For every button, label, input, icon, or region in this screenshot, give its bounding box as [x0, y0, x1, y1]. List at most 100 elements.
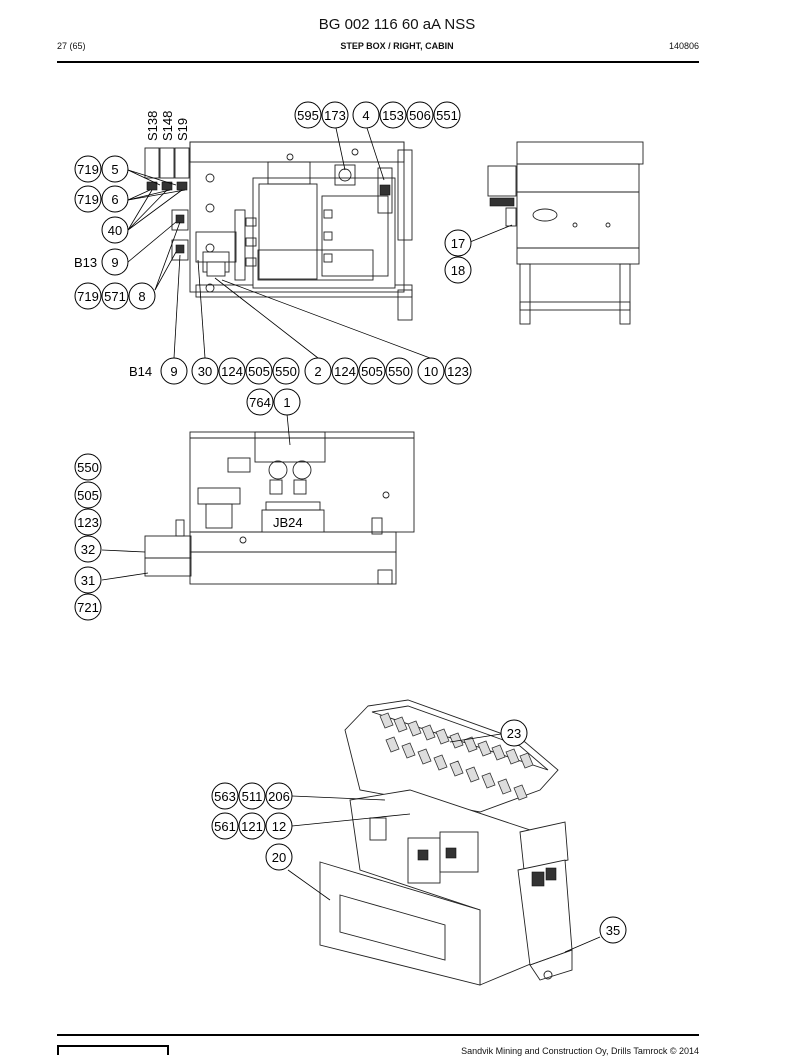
- balloon-8: 8: [128, 282, 156, 310]
- svg-text:1: 1: [283, 395, 290, 410]
- balloon-550-a: 550: [272, 357, 300, 385]
- svg-text:571: 571: [104, 289, 126, 304]
- svg-text:23: 23: [507, 726, 521, 741]
- svg-text:505: 505: [248, 364, 270, 379]
- svg-text:20: 20: [272, 850, 286, 865]
- balloon-561: 561: [211, 812, 239, 840]
- balloon-153: 153: [379, 101, 407, 129]
- balloon-23: 23: [500, 719, 528, 747]
- balloon-124-a: 124: [218, 357, 246, 385]
- item-balloons: 595 173 4 153 506 551 719 5 719 6 40 9 7…: [74, 101, 627, 944]
- balloon-18: 18: [444, 256, 472, 284]
- svg-text:173: 173: [324, 108, 346, 123]
- page-subtitle: STEP BOX / RIGHT, CABIN: [340, 41, 454, 51]
- balloon-550-b: 550: [385, 357, 413, 385]
- balloon-31: 31: [74, 566, 102, 594]
- svg-text:123: 123: [447, 364, 469, 379]
- svg-text:32: 32: [81, 542, 95, 557]
- balloon-6: 6: [101, 185, 129, 213]
- svg-text:206: 206: [268, 789, 290, 804]
- sandvik-logo: [57, 1045, 169, 1055]
- balloon-10: 10: [417, 357, 445, 385]
- svg-text:9: 9: [111, 255, 118, 270]
- svg-text:561: 561: [214, 819, 236, 834]
- svg-text:511: 511: [242, 789, 263, 804]
- svg-text:721: 721: [77, 600, 99, 615]
- balloon-4: 4: [352, 101, 380, 129]
- balloon-173: 173: [321, 101, 349, 129]
- document-code: 140806: [668, 41, 699, 51]
- svg-text:2: 2: [314, 364, 321, 379]
- label-s19: S19: [175, 118, 190, 141]
- component-labels: S138 S148 S19 B13 B14 JB24: [74, 111, 303, 530]
- front-view-middle: [144, 431, 415, 585]
- svg-text:505: 505: [77, 488, 99, 503]
- svg-text:10: 10: [424, 364, 438, 379]
- label-s138: S138: [145, 111, 160, 141]
- balloon-121: 121: [238, 812, 266, 840]
- balloon-505-b: 505: [358, 357, 386, 385]
- svg-text:123: 123: [77, 515, 99, 530]
- footer-copyright: Sandvik Mining and Construction Oy, Dril…: [461, 1046, 699, 1056]
- footer-rule: [57, 1034, 699, 1036]
- svg-text:550: 550: [388, 364, 410, 379]
- label-b13: B13: [74, 255, 97, 270]
- header-rule: [57, 61, 699, 63]
- svg-text:764: 764: [249, 395, 271, 410]
- balloon-9-b: 9: [160, 357, 188, 385]
- balloon-719-c: 719: [74, 282, 102, 310]
- svg-text:595: 595: [297, 108, 319, 123]
- side-view-right: [487, 141, 644, 325]
- balloon-32: 32: [74, 535, 102, 563]
- svg-text:124: 124: [334, 364, 356, 379]
- svg-text:6: 6: [111, 192, 118, 207]
- svg-text:550: 550: [77, 460, 99, 475]
- svg-text:40: 40: [108, 223, 122, 238]
- balloon-30: 30: [191, 357, 219, 385]
- document-title: BG 002 116 60 aA NSS: [318, 16, 476, 33]
- balloon-563: 563: [211, 782, 239, 810]
- svg-text:153: 153: [382, 108, 404, 123]
- svg-text:505: 505: [361, 364, 383, 379]
- svg-text:17: 17: [451, 236, 465, 251]
- svg-text:506: 506: [409, 108, 431, 123]
- balloon-9-a: 9: [101, 248, 129, 276]
- balloon-17: 17: [444, 229, 472, 257]
- balloon-12: 12: [265, 812, 293, 840]
- balloon-719-a: 719: [74, 155, 102, 183]
- balloon-35: 35: [599, 916, 627, 944]
- balloon-551: 551: [433, 101, 461, 129]
- label-s148: S148: [160, 111, 175, 141]
- balloon-123-a: 123: [444, 357, 472, 385]
- balloon-20: 20: [265, 843, 293, 871]
- balloon-40: 40: [101, 216, 129, 244]
- svg-text:18: 18: [451, 263, 465, 278]
- label-b14: B14: [129, 364, 152, 379]
- balloon-719-b: 719: [74, 185, 102, 213]
- balloon-5: 5: [101, 155, 129, 183]
- balloon-2: 2: [304, 357, 332, 385]
- balloon-124-b: 124: [331, 357, 359, 385]
- svg-text:31: 31: [81, 573, 95, 588]
- leaders-view1: [127, 127, 431, 359]
- svg-text:719: 719: [77, 162, 99, 177]
- balloon-511: 511: [238, 782, 266, 810]
- svg-text:121: 121: [241, 819, 263, 834]
- label-jb24: JB24: [273, 515, 303, 530]
- page-number: 27 (65): [57, 41, 86, 51]
- svg-text:551: 551: [436, 108, 458, 123]
- balloon-206: 206: [265, 782, 293, 810]
- svg-text:35: 35: [606, 923, 620, 938]
- svg-text:8: 8: [138, 289, 145, 304]
- svg-text:719: 719: [77, 289, 99, 304]
- svg-text:124: 124: [221, 364, 243, 379]
- svg-text:719: 719: [77, 192, 99, 207]
- balloon-506: 506: [406, 101, 434, 129]
- isometric-view: [319, 699, 573, 986]
- balloon-123-b: 123: [74, 508, 102, 536]
- balloon-595: 595: [294, 101, 322, 129]
- svg-text:4: 4: [362, 108, 369, 123]
- balloon-764: 764: [246, 388, 274, 416]
- svg-text:550: 550: [275, 364, 297, 379]
